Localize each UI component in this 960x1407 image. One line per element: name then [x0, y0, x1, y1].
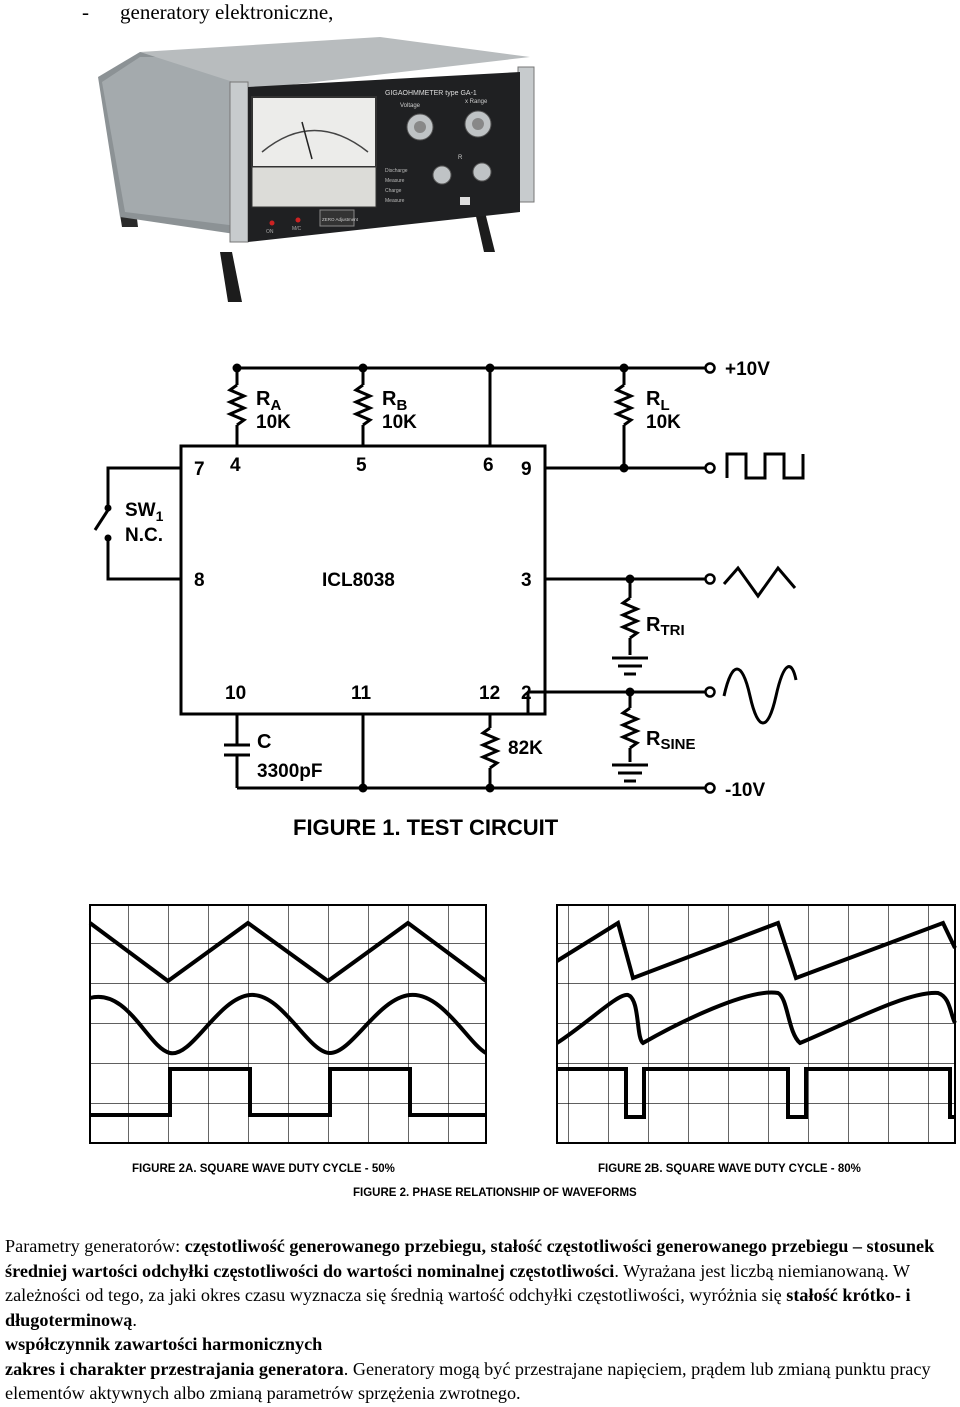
rtri-name: R: [646, 614, 661, 636]
para-text: . Generatory mogą być przestrajane napię…: [5, 1358, 931, 1404]
cap-name: C: [257, 731, 271, 753]
para-text: Parametry generatorów:: [5, 1236, 185, 1256]
range-label: x Range: [465, 99, 488, 105]
mode-label: Measure: [385, 198, 405, 204]
mode-label: Charge: [385, 188, 402, 194]
waveform-panel-a: [88, 904, 488, 1144]
sw-name: SW: [125, 500, 156, 521]
sw-sub: 1: [156, 508, 164, 524]
pin-label: 4: [230, 455, 241, 476]
svg-text:RB: RB: [382, 388, 407, 414]
ra-sub: A: [270, 397, 281, 414]
svg-text:RA: RA: [256, 388, 281, 414]
pin-label: 5: [356, 455, 367, 476]
r82-value: 82K: [508, 738, 543, 759]
bullet-line: - generatory elektroniczne,: [82, 0, 333, 25]
ra-value: 10K: [256, 412, 291, 433]
pin-label: 2: [521, 683, 532, 704]
parameters-paragraph: Parametry generatorów: częstotliwość gen…: [5, 1234, 955, 1406]
rsine-sub: SINE: [660, 736, 695, 753]
zero-badge: ZERO Adjustment: [322, 217, 359, 222]
led-label: M/C: [292, 226, 302, 232]
waveform-figure: FIGURE 2A. SQUARE WAVE DUTY CYCLE - 50% …: [88, 904, 957, 1199]
pin-label: 12: [479, 683, 500, 704]
pin-label: 10: [225, 683, 246, 704]
pin-label: 9: [521, 459, 532, 480]
waveform-panel-b: [555, 904, 957, 1144]
svg-text:RTRI: RTRI: [646, 614, 685, 639]
gigaohmmeter-photo: GIGAOHMMETER type GA-1 Voltage x Range D…: [80, 27, 563, 304]
ic-name: ICL8038: [322, 570, 395, 591]
para-text: .: [132, 1309, 137, 1330]
figure2a-caption: FIGURE 2A. SQUARE WAVE DUTY CYCLE - 50%: [132, 1163, 395, 1175]
mode-label: Discharge: [385, 168, 408, 174]
pin-label: 11: [351, 683, 372, 704]
cap-value: 3300pF: [257, 761, 322, 782]
para-bold: stałość krótko- i długoterminową: [5, 1285, 911, 1330]
svg-text:SW1: SW1: [125, 500, 164, 524]
pin-label: 3: [521, 570, 532, 591]
mode-label: Measure: [385, 178, 405, 184]
rtri-sub: TRI: [660, 622, 684, 639]
pin-label: 7: [194, 459, 205, 480]
rl-label: R: [458, 155, 463, 161]
para-bold: zakres i charakter przestrajania generat…: [5, 1358, 344, 1379]
voltage-label: Voltage: [400, 103, 421, 109]
figure2b-caption: FIGURE 2B. SQUARE WAVE DUTY CYCLE - 80%: [598, 1163, 861, 1175]
test-circuit-schematic: RA 10K RB 10K RL 10K +10V -10V SW1 N.C. …: [93, 359, 805, 840]
rl-sub: L: [660, 397, 669, 414]
rb-sub: B: [396, 397, 407, 414]
svg-text:RSINE: RSINE: [646, 728, 695, 753]
para-text: . Wyrażana jest liczbą niemianowaną. W z…: [5, 1260, 910, 1306]
ra-name: R: [256, 388, 271, 410]
figure1-caption: FIGURE 1. TEST CIRCUIT: [293, 815, 559, 840]
pin-label: 8: [194, 570, 205, 591]
rb-name: R: [382, 388, 397, 410]
rb-value: 10K: [382, 412, 417, 433]
bullet-dash: -: [82, 0, 89, 24]
para-bold: współczynnik zawartości harmonicznych: [5, 1334, 323, 1354]
vminus-label: -10V: [725, 780, 765, 801]
svg-text:RL: RL: [646, 388, 670, 414]
led-label: ON: [266, 229, 274, 235]
para-bold: częstotliwość generowanego przebiegu, st…: [5, 1236, 935, 1281]
bullet-text: generatory elektroniczne,: [120, 0, 334, 24]
brand-text: GIGAOHMMETER type GA-1: [385, 90, 477, 97]
vplus-label: +10V: [725, 359, 770, 380]
rsine-name: R: [646, 728, 661, 750]
rl-name: R: [646, 388, 661, 410]
rl-value: 10K: [646, 412, 681, 433]
pin-label: 6: [483, 455, 494, 476]
sw-type: N.C.: [125, 525, 163, 546]
figure2-caption: FIGURE 2. PHASE RELATIONSHIP OF WAVEFORM…: [353, 1187, 637, 1199]
